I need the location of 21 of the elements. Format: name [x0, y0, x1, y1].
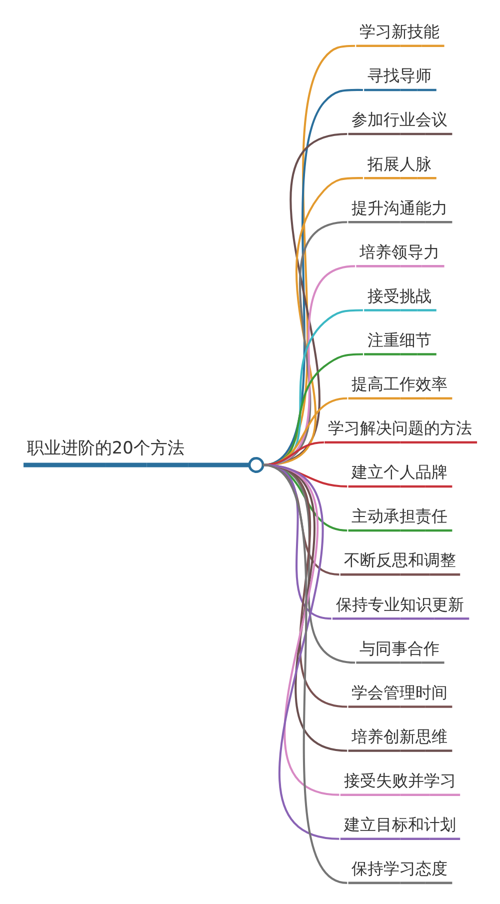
- node-label: 注重细节: [367, 330, 432, 350]
- node-label: 建立目标和计划: [344, 815, 456, 834]
- node-label: 保持学习态度: [352, 859, 448, 878]
- node-label: 学习解决问题的方法: [328, 418, 472, 438]
- node-label: 主动承担责任: [352, 506, 448, 526]
- node-label: 学习新技能: [360, 22, 440, 42]
- node-label: 拓展人脉: [367, 154, 432, 174]
- node-label: 接受失败并学习: [344, 771, 456, 790]
- node-label: 参加行业会议: [352, 110, 448, 130]
- node-label: 提升沟通能力: [352, 198, 448, 218]
- node-label: 保持专业知识更新: [336, 594, 464, 614]
- node-label: 职业进阶的20个方法: [26, 438, 184, 458]
- node-label: 建立个人品牌: [352, 462, 448, 482]
- node-label: 寻找导师: [367, 66, 432, 86]
- node-label: 接受挑战: [367, 286, 432, 306]
- node-label: 学会管理时间: [352, 682, 448, 702]
- node-label: 培养领导力: [360, 242, 440, 262]
- node-label: 提高工作效率: [352, 374, 448, 394]
- node-label: 与同事合作: [360, 638, 440, 658]
- node-label: 培养创新思维: [352, 726, 448, 746]
- node-label: 不断反思和调整: [344, 550, 456, 570]
